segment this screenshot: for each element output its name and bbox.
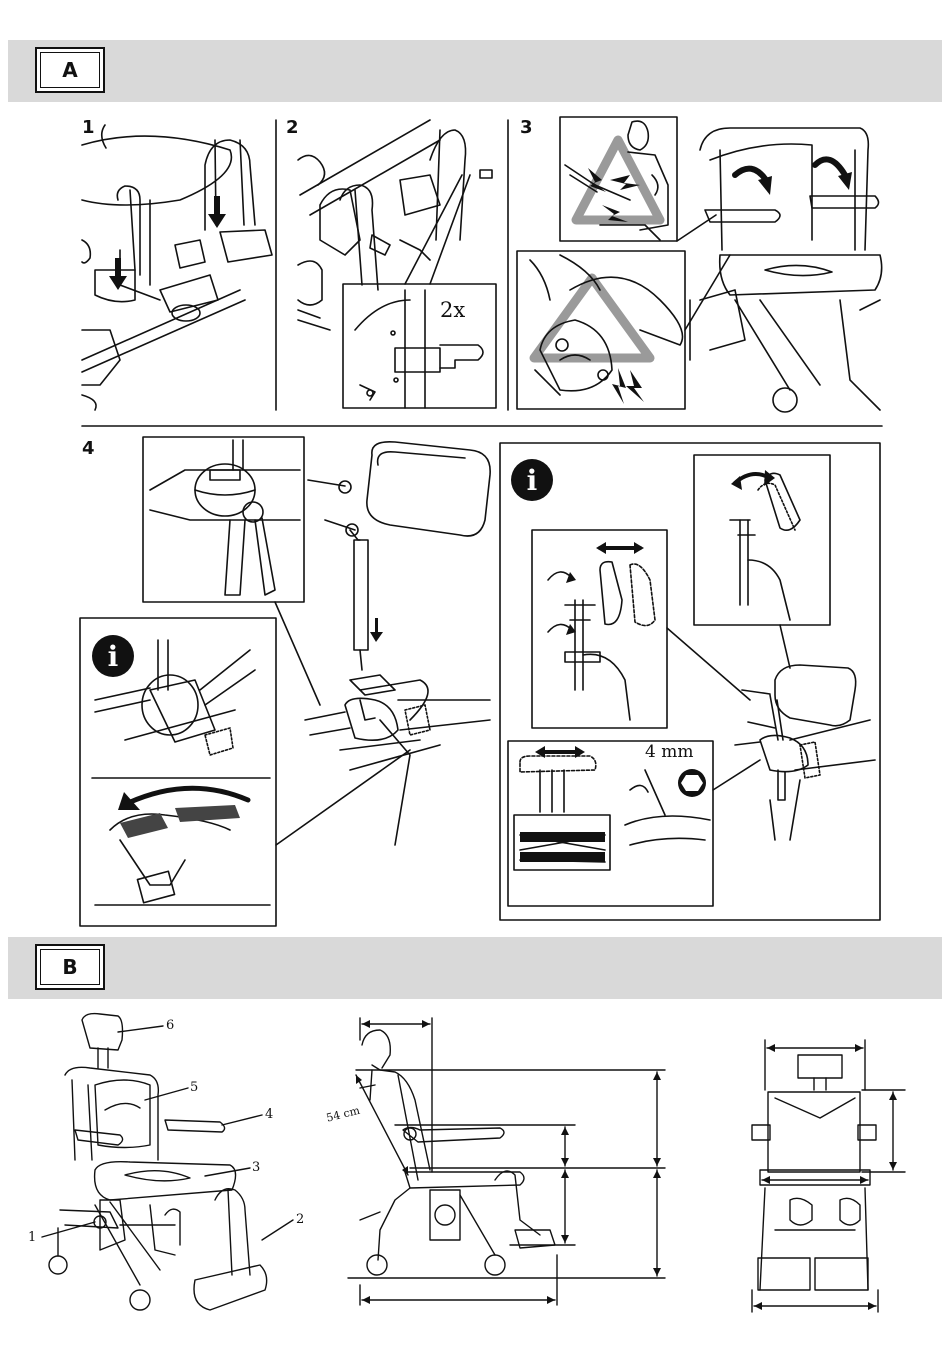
panel-1-footrest-drawing — [82, 125, 272, 410]
section-b-chair-perspective — [49, 1014, 267, 1310]
part-number-5: 5 — [190, 1080, 198, 1095]
rotate-arrow-icon — [735, 159, 852, 195]
dimension-lines — [348, 1018, 665, 1305]
part-number-1: 1 — [28, 1230, 36, 1245]
info-headrest-drawing — [735, 665, 875, 840]
arrow-down-icon — [370, 618, 383, 642]
info-inset-tilt — [694, 455, 830, 625]
part-number-6: 6 — [166, 1018, 174, 1033]
warning-triangle-icon — [534, 140, 660, 358]
section-b-chair-side — [360, 1030, 555, 1275]
part-number-4: 4 — [265, 1107, 273, 1122]
info-icon: i — [92, 635, 134, 677]
info-inset-depth — [532, 530, 667, 728]
panel-3-chair-drawing — [690, 128, 882, 412]
panel-4-headrest-drawing — [305, 442, 490, 845]
panel-2-inset — [343, 284, 496, 408]
part-number-2: 2 — [296, 1212, 304, 1227]
section-b-band — [8, 937, 942, 999]
hex-size-label: 4 mm — [645, 742, 693, 762]
panel-4-strap-drawing — [95, 640, 270, 905]
section-b-label: B — [35, 944, 105, 990]
info-depth-drawing — [565, 562, 655, 720]
info-tilt-drawing — [730, 473, 800, 620]
hex-key-icon — [678, 769, 706, 797]
panel-4-info-frame — [500, 443, 880, 920]
panel-4-clamp-drawing — [150, 440, 300, 595]
panel-3-warning-inset-bottom — [517, 251, 685, 409]
quantity-label: 2x — [440, 298, 465, 322]
part-number-3: 3 — [252, 1160, 260, 1175]
front-dimension-lines — [752, 1040, 905, 1312]
info-icon: i — [511, 459, 553, 501]
section-b-chair-front — [752, 1055, 876, 1290]
